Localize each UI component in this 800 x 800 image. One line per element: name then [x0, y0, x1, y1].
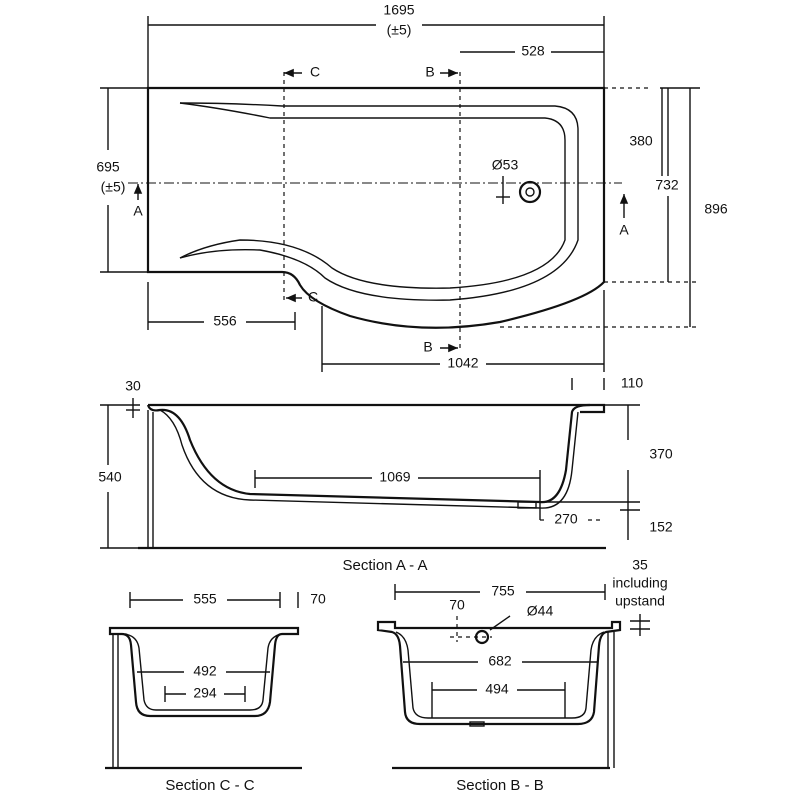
top-width: 555	[193, 591, 217, 607]
overall-length-tolerance: (±5)	[387, 22, 412, 38]
section-a-a: 540 30 110 370 152 1069 270 Section A - …	[98, 375, 673, 574]
section-b-marker-bottom: B	[423, 339, 432, 355]
base-length: 1069	[379, 469, 410, 485]
section-a-marker-right: A	[619, 222, 629, 238]
section-a-a-title: Section A - A	[342, 557, 427, 574]
straight-length: 556	[213, 313, 237, 329]
shower-width: 732	[655, 177, 679, 193]
section-b-b: 755 35 including upstand 70 Ø44 682 494 …	[376, 557, 668, 794]
plan-view: 1695 (±5) 528 C B 695 (±5) A 380 732 896…	[96, 0, 737, 374]
waste-diameter: Ø53	[492, 157, 519, 173]
bath-outline	[146, 86, 606, 329]
overflow-diameter: Ø44	[527, 603, 554, 619]
overall-width: 896	[704, 201, 728, 217]
waste-hole	[518, 180, 542, 204]
section-b-b-title: Section B - B	[456, 777, 544, 794]
section-c-c: 555 70 492 294 Section C - C	[105, 590, 326, 794]
upstand-value: 35	[632, 557, 648, 573]
shower-length: 528	[521, 43, 545, 59]
width-tolerance: (±5)	[101, 179, 126, 195]
height: 540	[98, 469, 122, 485]
bath-inner-outline	[179, 102, 579, 301]
top-width: 755	[491, 583, 515, 599]
section-c-c-title: Section C - C	[165, 777, 254, 794]
overall-length: 1695	[383, 2, 414, 18]
waste-position: 270	[554, 511, 578, 527]
upstand-label-1: including	[612, 575, 667, 591]
overflow-hole	[474, 629, 490, 645]
base-width: 294	[193, 685, 217, 701]
width-label: 695	[96, 159, 120, 175]
section-b-marker-top: B	[425, 64, 434, 80]
rim-end-width: 110	[621, 375, 644, 391]
section-c-marker-bottom: C	[308, 289, 318, 305]
section-c-marker-top: C	[310, 64, 320, 80]
curve-length: 1042	[447, 355, 478, 371]
base-height: 152	[649, 519, 673, 535]
waste-offset: 380	[629, 133, 653, 149]
depth: 370	[649, 446, 673, 462]
rim-thickness: 30	[125, 378, 141, 394]
overflow-offset: 70	[449, 597, 465, 613]
base-width: 494	[485, 681, 509, 697]
upstand-label-2: upstand	[615, 593, 665, 609]
bath-inner-ledge	[179, 102, 566, 289]
section-a-marker-left: A	[133, 203, 143, 219]
mid-width: 492	[193, 663, 217, 679]
rim-width: 70	[310, 591, 326, 607]
mid-width: 682	[488, 653, 512, 669]
